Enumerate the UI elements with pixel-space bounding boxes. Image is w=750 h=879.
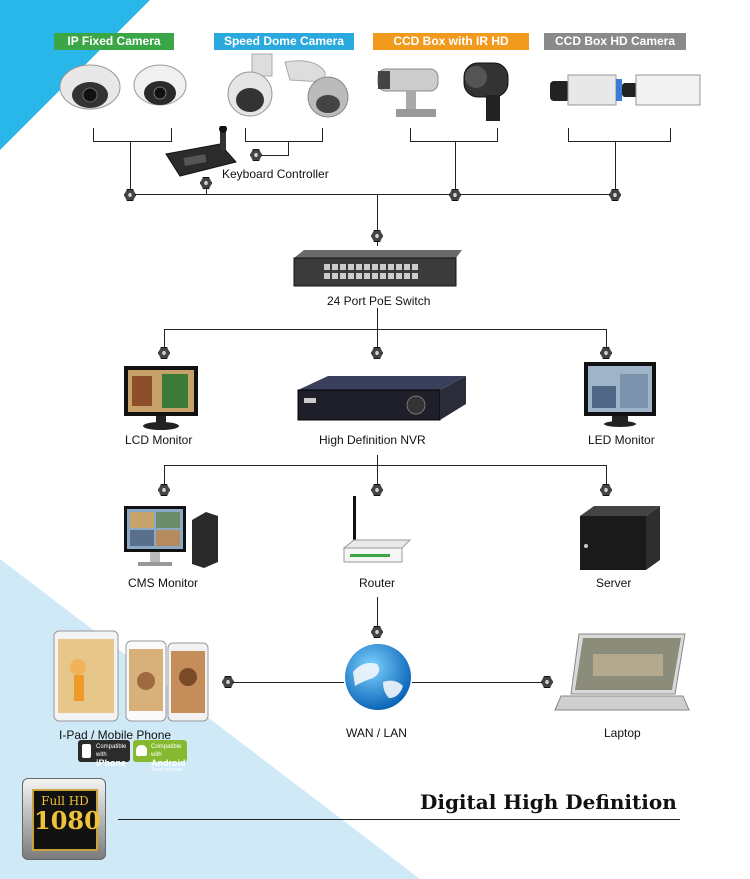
category-ccd-ir: CCD Box with IR HD Camera (373, 33, 529, 65)
node-hex-icon (541, 676, 553, 688)
keyboard-controller-image (165, 126, 237, 177)
lcd-monitor-label: LCD Monitor (125, 433, 193, 447)
connector (377, 194, 378, 246)
connector (410, 128, 411, 142)
iphone-compat-name: iPhone (96, 758, 127, 768)
node-hex-icon (124, 189, 136, 201)
camera-bus-line (130, 194, 616, 195)
speed-dome-camera-image (227, 53, 349, 118)
category-ip-fixed: IP Fixed Camera (54, 33, 174, 50)
connector (410, 141, 498, 142)
connector (171, 128, 172, 142)
led-monitor-label: LED Monitor (588, 433, 655, 447)
cms-monitor-image (124, 506, 218, 568)
node-hex-icon (222, 676, 234, 688)
globe-icon (345, 644, 411, 710)
connector (455, 141, 456, 195)
connector (164, 465, 165, 490)
node-hex-icon (371, 626, 383, 638)
node-hex-icon (449, 189, 461, 201)
connector (606, 465, 607, 490)
node-hex-icon (158, 347, 170, 359)
badge-top-text: Full HD (41, 794, 89, 808)
connector (228, 682, 344, 683)
android-compat-sub: Smart phones (151, 767, 183, 773)
node-hex-icon (158, 484, 170, 496)
node-hex-icon (600, 347, 612, 359)
server-image (580, 506, 660, 570)
mobile-label: I-Pad / Mobile Phone (59, 728, 172, 742)
full-hd-1080-logo: Full HD 1080 (22, 778, 106, 860)
footer-title: Digital High Definition (420, 790, 677, 814)
server-label: Server (596, 576, 632, 590)
node-hex-icon (371, 230, 383, 242)
node-hex-icon (250, 149, 262, 161)
phone-icon (82, 744, 91, 758)
connector (256, 155, 289, 156)
ccd-hd-camera-image (550, 74, 701, 106)
connector (412, 682, 548, 683)
ip-fixed-camera-image (59, 64, 187, 110)
connector (377, 308, 378, 330)
mobile-devices-image (53, 630, 209, 722)
connector (93, 141, 172, 142)
android-icon (136, 745, 147, 756)
connector (93, 128, 94, 142)
connector (322, 128, 323, 142)
category-ccd-hd: CCD Box HD Camera (544, 33, 686, 50)
wan-label: WAN / LAN (346, 726, 407, 740)
router-label: Router (359, 576, 396, 590)
connector (164, 329, 165, 354)
ccd-ir-camera-image (377, 62, 509, 121)
nvr-label: High Definition NVR (319, 433, 426, 447)
connector (377, 455, 378, 490)
connector (377, 597, 378, 633)
badge-number: 1080 (34, 806, 101, 835)
iphone-compat-badge: Compatible with iPhone (78, 740, 130, 768)
keyboard-controller-label: Keyboard Controller (222, 167, 329, 181)
connector (245, 141, 323, 142)
connector (245, 128, 246, 142)
node-hex-icon (371, 347, 383, 359)
cms-monitor-label: CMS Monitor (128, 576, 199, 590)
connector (615, 141, 616, 195)
footer-rule (118, 819, 680, 820)
connector (568, 141, 671, 142)
android-compat-caption: Compatible with (151, 744, 182, 758)
connector (288, 141, 289, 156)
switch-label: 24 Port PoE Switch (327, 294, 431, 308)
node-hex-icon (600, 484, 612, 496)
lcd-monitor-image (124, 366, 198, 430)
iphone-compat-caption: Compatible with (96, 744, 127, 758)
distribution-line (164, 329, 607, 330)
node-hex-icon (200, 177, 212, 189)
laptop-image (554, 633, 690, 711)
android-compat-name: Android (151, 758, 186, 768)
nvr-image (297, 376, 466, 421)
connector (497, 128, 498, 142)
node-hex-icon (609, 189, 621, 201)
connector (130, 141, 131, 195)
connector (377, 329, 378, 354)
poe-switch-image (293, 250, 462, 287)
laptop-label: Laptop (604, 726, 641, 740)
router-image (342, 496, 412, 563)
connector (606, 329, 607, 354)
category-speed-dome: Speed Dome Camera (214, 33, 354, 50)
connector (568, 128, 569, 142)
android-compat-badge: Compatible with Android Smart phones (133, 740, 187, 773)
distribution-line (164, 465, 607, 466)
connector (670, 128, 671, 142)
led-monitor-image (584, 362, 656, 427)
node-hex-icon (371, 484, 383, 496)
